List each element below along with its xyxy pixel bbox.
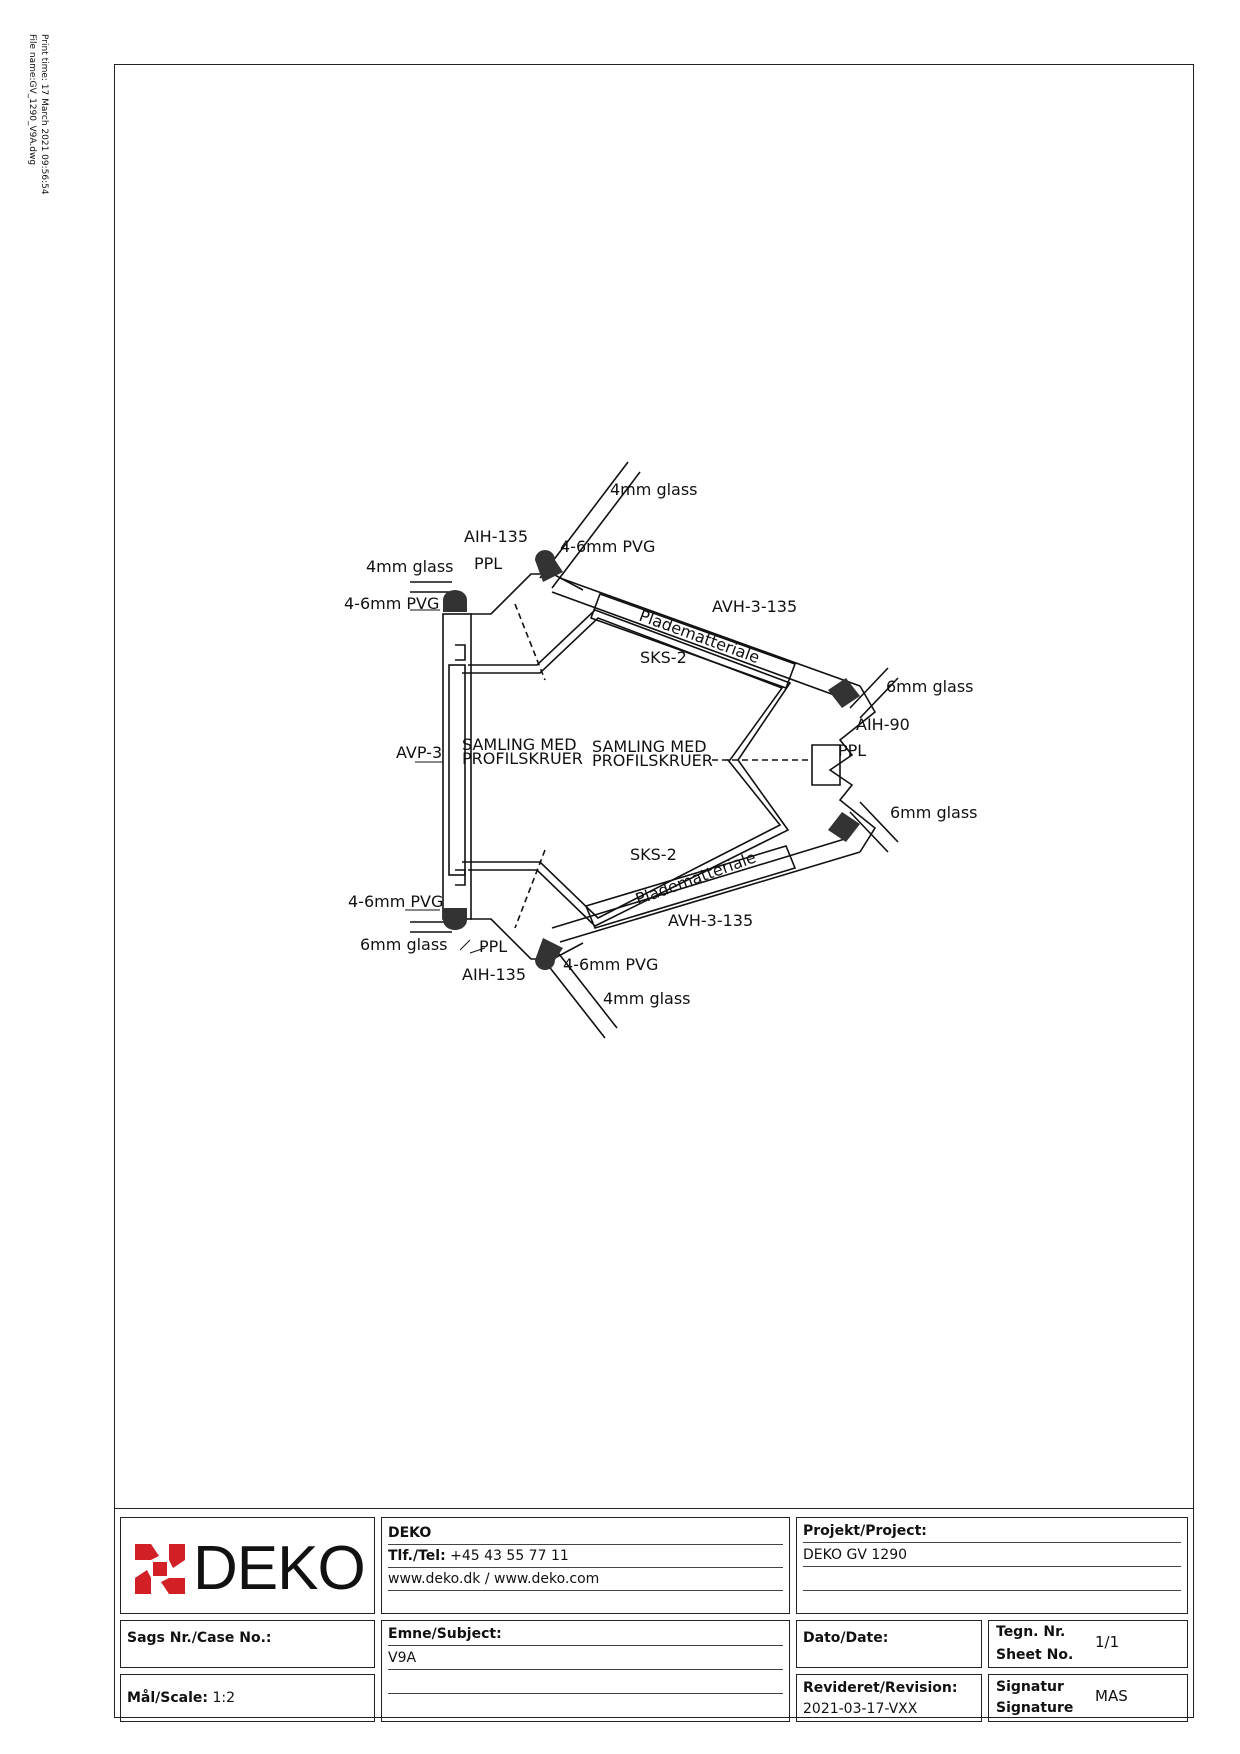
subject-label: Emne/Subject:	[388, 1623, 783, 1646]
deko-logo-mark	[135, 1544, 185, 1594]
gasket-bottom-left	[443, 908, 467, 930]
revision-value: 2021-03-17-VXX	[803, 1701, 918, 1717]
glass-right-top	[849, 667, 899, 719]
gasket-right-bottom	[828, 812, 860, 842]
label-avh-top: AVH-3-135	[712, 597, 797, 616]
dashed-line-top	[514, 603, 546, 681]
scale-row: Mål/Scale: 1:2	[127, 1687, 368, 1709]
label-aih-90: AIH-90	[856, 715, 910, 734]
company-web: www.deko.dk / www.deko.com	[388, 1568, 783, 1591]
project-blank-row	[803, 1568, 1181, 1591]
sheet-label-2: Sheet No.	[996, 1647, 1074, 1663]
label-top-glass: 4mm glass	[610, 480, 698, 499]
sks-inner-body	[462, 617, 784, 919]
label-avh-bottom: AVH-3-135	[668, 911, 753, 930]
label-samling-left-1: SAMLING MED	[462, 735, 577, 754]
leader-lines	[405, 609, 486, 954]
aih90-connector	[828, 685, 877, 853]
avp-profile-notches	[455, 644, 466, 886]
label-samling-right-2: PROFILSKRUER	[592, 751, 713, 770]
revision-cell: Revideret/Revision: 2021-03-17-VXX	[796, 1674, 982, 1722]
label-avp: AVP-3	[396, 743, 442, 762]
label-bottom-aih: AIH-135	[462, 965, 526, 984]
scale-cell: Mål/Scale: 1:2	[120, 1674, 375, 1722]
avp-profile-inner	[448, 664, 466, 876]
revision-label: Revideret/Revision:	[803, 1680, 958, 1696]
logo-cell: DEKO	[120, 1517, 375, 1614]
label-bottom-ppl: PPL	[479, 937, 507, 956]
company-cell: DEKO Tlf./Tel: +45 43 55 77 11 www.deko.…	[381, 1517, 790, 1614]
case-cell: Sags Nr./Case No.:	[120, 1620, 375, 1668]
plademateriale-bottom-box	[584, 845, 797, 929]
signature-value: MAS	[1095, 1687, 1128, 1705]
scale-value: 1:2	[212, 1690, 235, 1706]
dashed-line-bottom	[514, 849, 546, 929]
signature-cell: Signatur Signature MAS	[988, 1674, 1188, 1722]
label-bottom-glass: 4mm glass	[603, 989, 691, 1008]
subject-cell: Emne/Subject: V9A	[381, 1620, 790, 1722]
avh-bottom-panel	[551, 837, 861, 943]
company-tel: Tlf./Tel: +45 43 55 77 11	[388, 1545, 783, 1568]
label-top-ppl: PPL	[474, 554, 502, 573]
deko-logo: DEKO	[135, 1536, 366, 1602]
label-sks-bottom: SKS-2	[630, 845, 677, 864]
sheet-value: 1/1	[1095, 1633, 1120, 1651]
gasket-bottom	[535, 938, 563, 970]
tel-value: +45 43 55 77 11	[450, 1548, 569, 1564]
label-bottom-pvg: 4-6mm PVG	[563, 955, 658, 974]
project-value: DEKO GV 1290	[803, 1544, 1181, 1567]
label-left-bottom-pvg: 4-6mm PVG	[348, 892, 443, 911]
gasket-right-top	[828, 678, 860, 708]
sheet-label-1: Tegn. Nr.	[996, 1624, 1066, 1640]
case-label: Sags Nr./Case No.:	[127, 1630, 272, 1646]
signature-label-1: Signatur	[996, 1679, 1064, 1695]
gasket-top	[535, 550, 563, 582]
gasket-top-left	[443, 590, 467, 612]
drawing-frame	[114, 64, 1194, 1718]
deko-logo-text: DEKO	[193, 1534, 366, 1603]
label-samling-right-1: SAMLING MED	[592, 737, 707, 756]
company-name: DEKO	[388, 1522, 783, 1545]
label-left-bottom-glass: 6mm glass	[360, 935, 448, 954]
date-label: Dato/Date:	[803, 1630, 889, 1646]
aih90-inner	[811, 744, 841, 786]
subject-blank-row	[388, 1671, 783, 1694]
tel-label: Tlf./Tel:	[388, 1548, 446, 1564]
project-label: Projekt/Project:	[803, 1520, 1181, 1543]
label-top-pvg: 4-6mm PVG	[560, 537, 655, 556]
glass-bottom	[539, 944, 618, 1039]
signature-label-2: Signature	[996, 1700, 1074, 1716]
project-cell: Projekt/Project: DEKO GV 1290	[796, 1517, 1188, 1614]
date-cell: Dato/Date:	[796, 1620, 982, 1668]
label-right-bottom-glass: 6mm glass	[890, 803, 978, 822]
label-sks-top: SKS-2	[640, 648, 687, 667]
subject-value: V9A	[388, 1647, 783, 1670]
label-top-aih: AIH-135	[464, 527, 528, 546]
scale-label: Mål/Scale:	[127, 1690, 209, 1706]
glass-top-left	[410, 581, 452, 593]
title-block: DEKO DEKO Tlf./Tel: +45 43 55 77 11 www.…	[114, 1508, 1194, 1722]
sheet-cell: Tegn. Nr. Sheet No. 1/1	[988, 1620, 1188, 1668]
label-left-top-glass: 4mm glass	[366, 557, 454, 576]
label-right-top-glass: 6mm glass	[886, 677, 974, 696]
glass-right-bottom	[849, 801, 899, 853]
avh-top-panel	[551, 577, 861, 701]
bottom-left-corner-profile	[471, 918, 584, 960]
label-left-top-pvg: 4-6mm PVG	[344, 594, 439, 613]
label-samling-left-2: PROFILSKRUER	[462, 749, 583, 768]
label-right-ppl: PPL	[838, 741, 866, 760]
